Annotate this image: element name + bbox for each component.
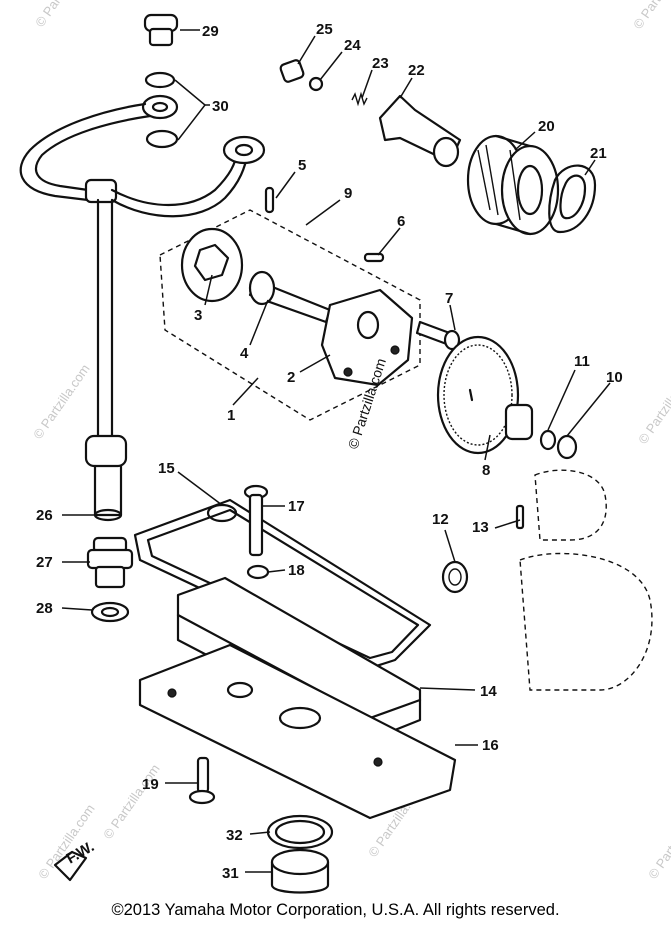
callout-12: 12 xyxy=(432,511,449,528)
oil-filter xyxy=(279,59,597,236)
callout-19: 19 xyxy=(142,776,159,793)
callout-labels: 29 30 25 24 23 22 20 21 5 9 6 7 3 4 2 1 … xyxy=(36,21,623,882)
callout-25: 25 xyxy=(316,21,333,38)
callout-32: 32 xyxy=(226,827,243,844)
copyright-footer: ©2013 Yamaha Motor Corporation, U.S.A. A… xyxy=(111,901,560,919)
watermark-side: © Partzilla.com xyxy=(645,801,671,881)
callout-23: 23 xyxy=(372,55,389,72)
watermark-side: © Partzilla.com xyxy=(30,361,93,441)
callout-3: 3 xyxy=(194,307,202,324)
callout-24: 24 xyxy=(344,37,361,54)
callout-2: 2 xyxy=(287,369,295,386)
callout-28: 28 xyxy=(36,600,53,617)
drive-gear xyxy=(436,335,653,691)
oil-pump xyxy=(159,186,461,421)
callout-16: 16 xyxy=(482,737,499,754)
callout-7: 7 xyxy=(445,290,453,307)
callout-10: 10 xyxy=(606,369,623,386)
callout-14: 14 xyxy=(480,683,497,700)
callout-leaders xyxy=(61,29,611,873)
watermark-side: © Partzilla.com xyxy=(100,761,163,841)
callout-1: 1 xyxy=(227,407,235,424)
callout-9: 9 xyxy=(344,185,352,202)
parts-diagram: © Partzilla.com © Partzilla.com © Partzi… xyxy=(19,0,671,894)
oil-pipe xyxy=(19,13,266,623)
callout-21: 21 xyxy=(590,145,607,162)
callout-15: 15 xyxy=(158,460,175,477)
callout-20: 20 xyxy=(538,118,555,135)
callout-22: 22 xyxy=(408,62,425,79)
callout-6: 6 xyxy=(397,213,405,230)
callout-26: 26 xyxy=(36,507,53,524)
callout-13: 13 xyxy=(472,519,489,536)
watermark-side: © Partzilla.com xyxy=(635,366,671,446)
callout-4: 4 xyxy=(240,345,249,362)
callout-30: 30 xyxy=(212,98,229,115)
callout-18: 18 xyxy=(288,562,305,579)
watermark-side: © Partzilla.com xyxy=(630,0,671,32)
callout-31: 31 xyxy=(222,865,239,882)
callout-29: 29 xyxy=(202,23,219,40)
callout-5: 5 xyxy=(298,157,306,174)
callout-11: 11 xyxy=(574,353,590,370)
callout-27: 27 xyxy=(36,554,53,571)
oil-tank: F.W. xyxy=(53,484,457,894)
watermark-side: © Partzilla.com xyxy=(32,0,95,30)
callout-17: 17 xyxy=(288,498,305,515)
callout-8: 8 xyxy=(482,462,490,479)
